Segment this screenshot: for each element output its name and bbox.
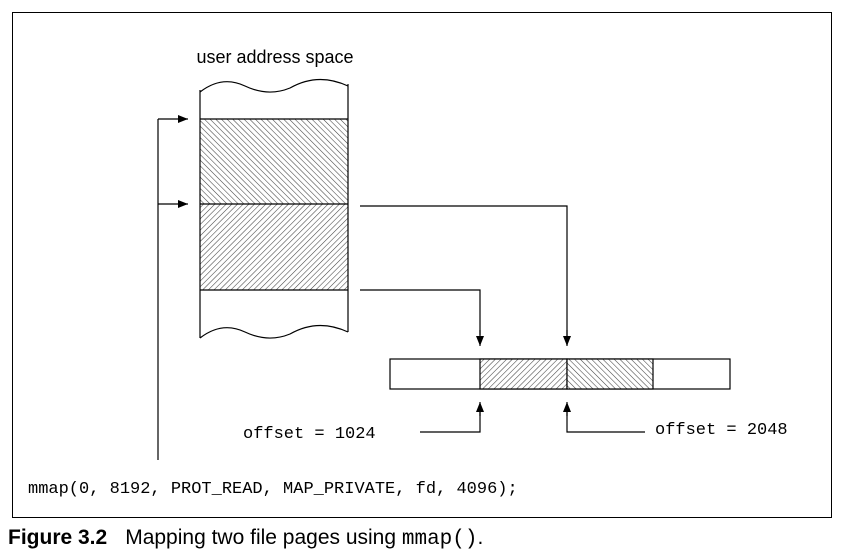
file-page-2 [566, 358, 654, 390]
offset-1024-label: offset = 1024 [243, 425, 376, 444]
mapped-page-2 [200, 204, 348, 290]
mmap-call-label: mmap(0, 8192, PROT_READ, MAP_PRIVATE, fd… [28, 480, 518, 499]
mapping-connectors [360, 205, 571, 346]
top-break-line [199, 78, 349, 93]
user-address-space [199, 78, 349, 339]
caption-text: Mapping two file pages using [125, 526, 402, 549]
offset-arrows [420, 402, 645, 433]
figure-frame [12, 12, 832, 518]
caption-period: . [477, 526, 484, 549]
file-page-1 [479, 358, 568, 390]
caption-code: mmap() [401, 528, 478, 551]
bottom-break-line [199, 324, 349, 339]
offset-2048-label: offset = 2048 [655, 421, 788, 440]
mapped-page-1 [200, 119, 348, 204]
address-space-title: user address space [196, 47, 353, 67]
mmap-return-arrows [157, 115, 188, 460]
figure-number: Figure 3.2 [8, 526, 108, 549]
file-bar [389, 358, 731, 390]
figure-caption: Figure 3.2 Mapping two file pages using m… [8, 526, 483, 551]
